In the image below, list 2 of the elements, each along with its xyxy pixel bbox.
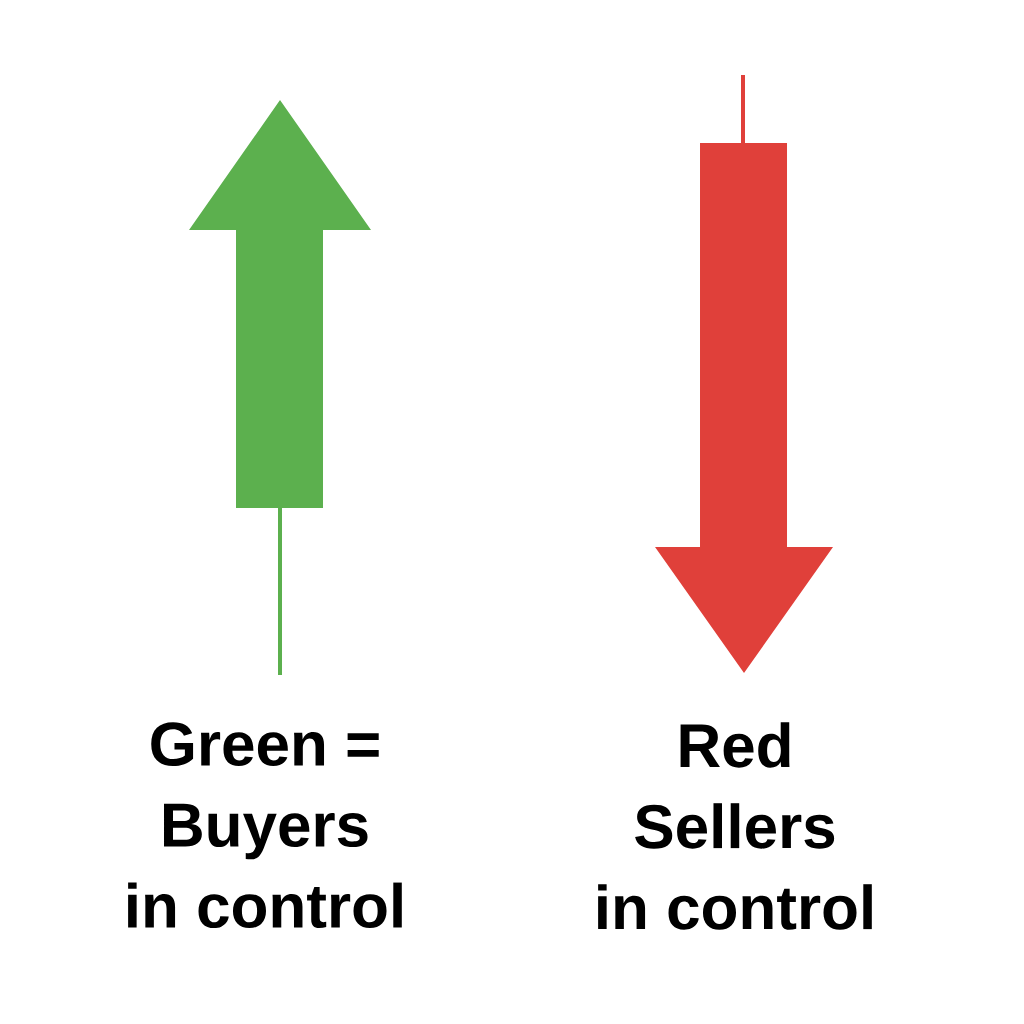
- caption-text: Red Sellers in control: [598, 722, 872, 930]
- caption-text: Green = Buyers in control: [128, 722, 402, 929]
